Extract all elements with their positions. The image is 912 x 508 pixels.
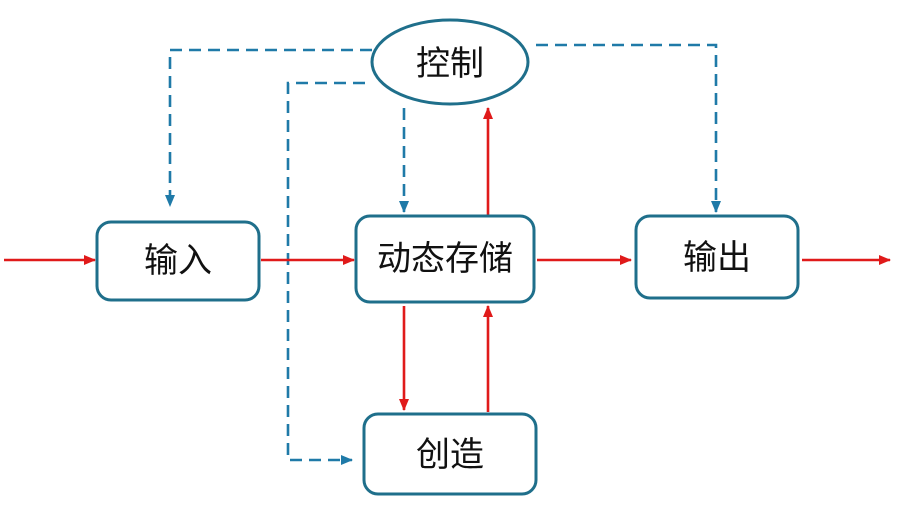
control-to-create-line — [286, 81, 365, 465]
output-node: 输出 — [634, 214, 800, 300]
input-label: 输入 — [144, 241, 212, 281]
control-node: 控制 — [370, 18, 530, 106]
storage-label: 动态存储 — [377, 239, 513, 279]
output-label: 输出 — [683, 238, 751, 278]
create-node: 创造 — [362, 412, 538, 496]
control-to-input-line — [165, 48, 372, 207]
create-label: 创造 — [416, 435, 484, 475]
control-to-output-line — [536, 43, 721, 213]
storage-node: 动态存储 — [354, 214, 536, 304]
control-label: 控制 — [416, 44, 484, 84]
input-node: 输入 — [95, 220, 261, 302]
